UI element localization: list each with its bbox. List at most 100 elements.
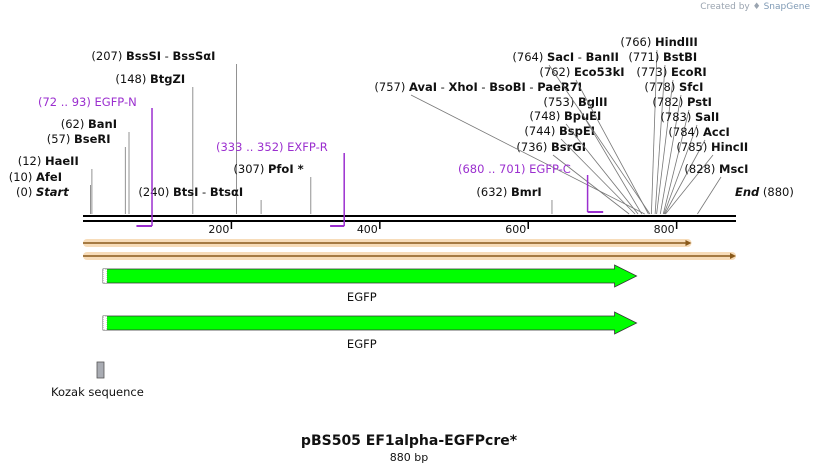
site-leader-line: [579, 109, 643, 215]
ruler-tick-label: 400: [357, 223, 378, 236]
site-name: AfeI: [36, 170, 62, 184]
restriction-site-label: (744) BspEI: [524, 124, 595, 138]
restriction-site-label: (753) BglII: [543, 95, 607, 109]
site-leader-line: [656, 79, 674, 215]
feature-label: EGFP: [347, 337, 377, 351]
site-name: BglII: [578, 95, 608, 109]
site-leader-line: [410, 94, 645, 215]
site-name: PaeR7I: [537, 80, 582, 94]
restriction-site-label: (764) SacI - BanII: [512, 50, 618, 64]
site-position: (757): [374, 80, 409, 94]
site-name: EcoRI: [671, 65, 707, 79]
site-position: (783): [660, 110, 695, 124]
snapgene-logo-icon: ♦: [752, 2, 761, 12]
site-leader-line: [697, 176, 722, 215]
credit-brand: SnapGene: [763, 2, 810, 12]
site-name: BtsI: [173, 185, 198, 199]
primer-label: (680 .. 701) EGFP-C: [458, 162, 571, 176]
site-separator: -: [161, 49, 172, 63]
site-name: BsoBI: [489, 80, 526, 94]
site-separator: -: [478, 80, 489, 94]
site-name: AccI: [703, 125, 730, 139]
site-name: BpuEI: [564, 109, 601, 123]
restriction-site-label: (736) BsrGI: [516, 140, 586, 154]
site-position: (784): [668, 125, 703, 139]
site-leader-line: [664, 139, 706, 215]
site-separator: -: [198, 185, 209, 199]
restriction-site-label: (10) AfeI: [9, 170, 62, 184]
site-name: AvaI: [409, 80, 437, 94]
site-name: Start: [36, 185, 69, 199]
restriction-site-label: End (880): [735, 185, 794, 199]
site-name: HaeII: [45, 154, 79, 168]
site-position: (148): [115, 72, 150, 86]
site-leader-line: [651, 49, 658, 215]
site-leader-line: [662, 109, 690, 215]
restriction-site-label: (148) BtgZI: [115, 72, 185, 86]
restriction-site-label: (785) HincII: [676, 140, 748, 154]
site-position: (744): [524, 124, 559, 138]
site-name: XhoI: [449, 80, 478, 94]
site-position: (240): [138, 185, 173, 199]
orf-arrow-head: [685, 240, 692, 246]
site-position: (753): [543, 95, 578, 109]
site-position: (778): [644, 80, 679, 94]
restriction-site-label: (757) AvaI - XhoI - BsoBI - PaeR7I: [374, 80, 582, 94]
feature-start-hatch: [102, 315, 108, 331]
restriction-site-label: (783) SalI: [660, 110, 719, 124]
site-name: End: [735, 185, 760, 199]
restriction-site-label: (307) PfoI *: [233, 162, 303, 176]
site-position: (207): [91, 49, 126, 63]
ruler-tick-label: 800: [654, 223, 675, 236]
site-name: PfoI *: [268, 162, 304, 176]
restriction-site-label: (0) Start: [16, 185, 69, 199]
restriction-site-label: (57) BseRI: [47, 132, 111, 146]
snapgene-credit: Created by ♦ SnapGene: [700, 2, 810, 12]
map-title: pBS505 EF1alpha-EGFPcre*: [300, 433, 518, 449]
restriction-site-label: (632) BmrI: [476, 185, 541, 199]
site-name: SalI: [695, 110, 719, 124]
orf-arrow-head: [730, 253, 736, 259]
site-leader-line: [659, 94, 682, 215]
site-name: BtgZI: [150, 72, 185, 86]
restriction-site-label: (828) MscI: [684, 162, 748, 176]
site-name: BseRI: [74, 132, 111, 146]
primer-label: (72 .. 93) EGFP-N: [38, 95, 137, 109]
restriction-site-label: (12) HaeII: [18, 154, 79, 168]
site-position: (57): [47, 132, 74, 146]
site-position: (771): [628, 50, 663, 64]
site-position: (632): [476, 185, 511, 199]
site-name: BstBI: [663, 50, 697, 64]
site-position: (762): [539, 65, 574, 79]
site-leader-line: [560, 138, 636, 215]
feature-label: EGFP: [347, 290, 377, 304]
site-name: HincII: [711, 140, 748, 154]
site-leader-line: [575, 79, 649, 215]
restriction-site-label: (784) AccI: [668, 125, 729, 139]
site-position: (782): [652, 95, 687, 109]
site-name: BtsαI: [210, 185, 243, 199]
feature-start-hatch: [102, 268, 108, 284]
site-name: BanII: [586, 50, 619, 64]
site-position: (307): [233, 162, 268, 176]
restriction-site-label: (748) BpuEI: [529, 109, 601, 123]
site-leader-line: [552, 154, 630, 215]
site-name: BanI: [88, 117, 117, 131]
site-name: MscI: [719, 162, 748, 176]
ruler-tick-label: 600: [505, 223, 526, 236]
site-name: BssSI: [126, 49, 161, 63]
feature-arrow: [102, 264, 638, 288]
site-leader-line: [548, 64, 651, 215]
site-position: (736): [516, 140, 551, 154]
site-name: Eco53kI: [574, 65, 625, 79]
site-separator: -: [437, 80, 448, 94]
site-position: (12): [18, 154, 45, 168]
site-position: (880): [759, 185, 794, 199]
kozak-label: Kozak sequence: [51, 385, 144, 399]
site-separator: -: [526, 80, 537, 94]
site-separator: -: [574, 50, 585, 64]
site-name: HindIII: [655, 35, 698, 49]
restriction-site-label: (771) BstBI: [628, 50, 697, 64]
feature-arrow: [102, 311, 638, 335]
